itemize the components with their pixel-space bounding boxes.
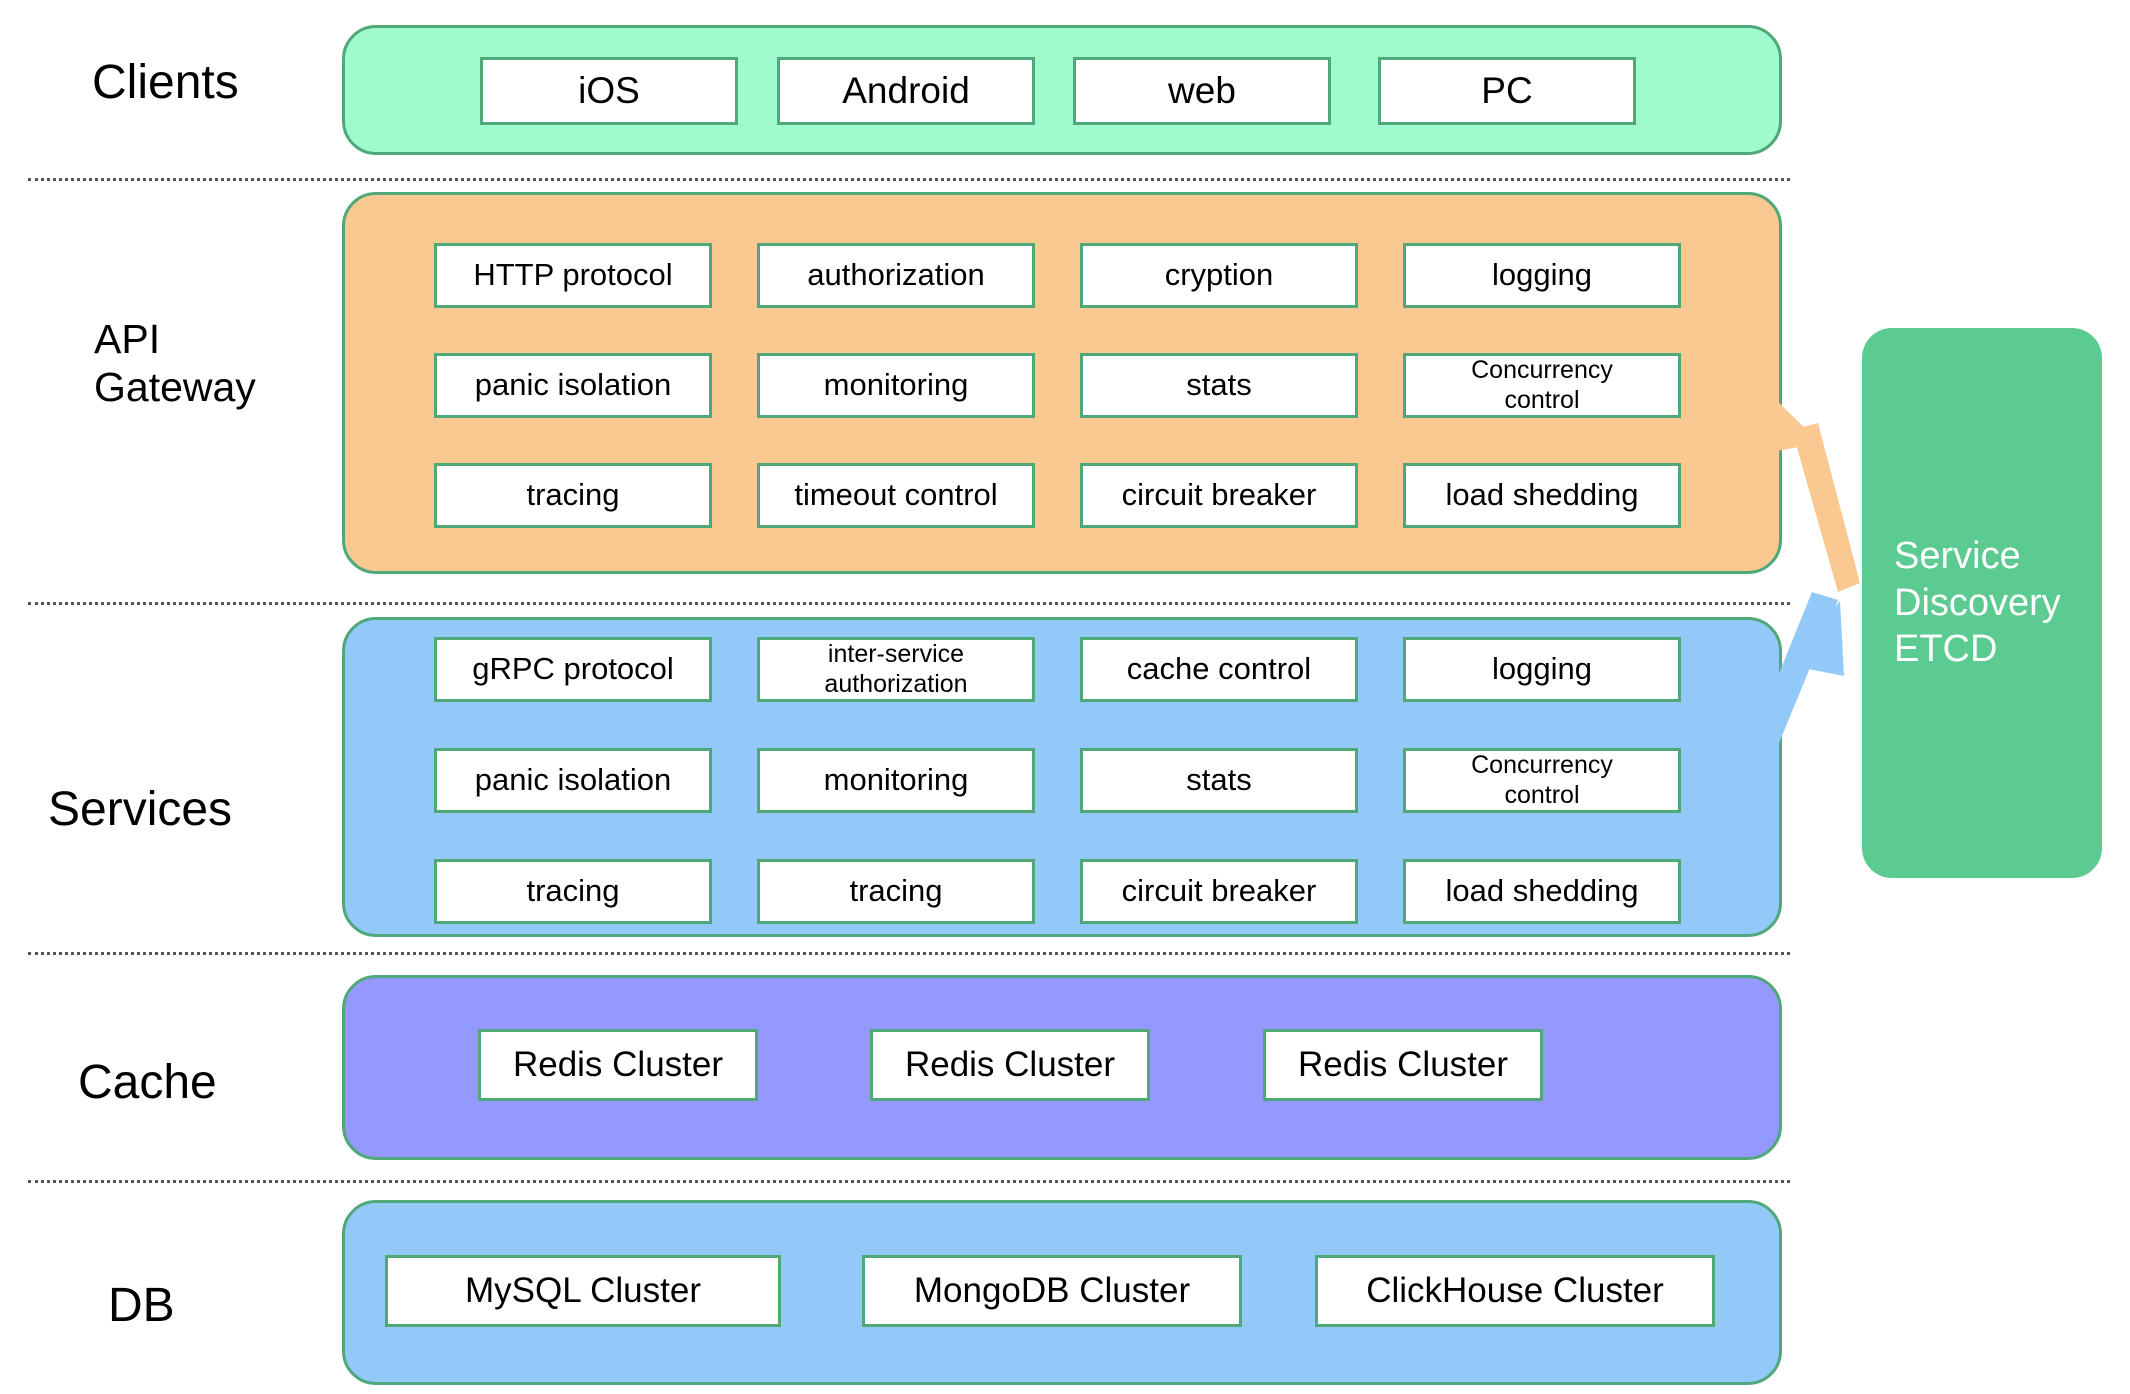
cell-redis-cluster-1[interactable]: Redis Cluster [478, 1029, 758, 1101]
cell-redis-cluster-3[interactable]: Redis Cluster [1263, 1029, 1543, 1101]
cell-logging-services[interactable]: logging [1403, 637, 1681, 702]
service-discovery-label: Service Discovery ETCD [1894, 535, 2061, 671]
cell-android[interactable]: Android [777, 57, 1035, 125]
cell-concurrency-control-gateway[interactable]: Concurrency control [1403, 353, 1681, 418]
cell-web[interactable]: web [1073, 57, 1331, 125]
cell-tracing-services-1[interactable]: tracing [434, 859, 712, 924]
row-label-cache: Cache [78, 1056, 217, 1109]
cell-stats-services[interactable]: stats [1080, 748, 1358, 813]
cell-monitoring-gateway[interactable]: monitoring [757, 353, 1035, 418]
separator-clients-api [28, 178, 1790, 181]
separator-cache-db [28, 1180, 1790, 1183]
cell-grpc-protocol[interactable]: gRPC protocol [434, 637, 712, 702]
cell-concurrency-control-services[interactable]: Concurrency control [1403, 748, 1681, 813]
cell-inter-service-authorization[interactable]: inter-service authorization [757, 637, 1035, 702]
cell-timeout-control[interactable]: timeout control [757, 463, 1035, 528]
separator-api-services [28, 602, 1790, 605]
cell-load-shedding-services[interactable]: load shedding [1403, 859, 1681, 924]
cell-clickhouse-cluster[interactable]: ClickHouse Cluster [1315, 1255, 1715, 1327]
cell-mysql-cluster[interactable]: MySQL Cluster [385, 1255, 781, 1327]
row-label-clients: Clients [92, 56, 239, 109]
cell-pc[interactable]: PC [1378, 57, 1636, 125]
separator-services-cache [28, 952, 1790, 955]
cell-mongodb-cluster[interactable]: MongoDB Cluster [862, 1255, 1242, 1327]
service-discovery-panel[interactable]: Service Discovery ETCD [1862, 328, 2102, 878]
row-label-api-gateway: API Gateway [94, 316, 256, 411]
cell-authorization[interactable]: authorization [757, 243, 1035, 308]
cell-redis-cluster-2[interactable]: Redis Cluster [870, 1029, 1150, 1101]
row-label-services: Services [48, 783, 233, 836]
cell-panic-isolation-gateway[interactable]: panic isolation [434, 353, 712, 418]
cell-circuit-breaker-gateway[interactable]: circuit breaker [1080, 463, 1358, 528]
cell-stats-gateway[interactable]: stats [1080, 353, 1358, 418]
cell-cache-control[interactable]: cache control [1080, 637, 1358, 702]
cell-logging-gateway[interactable]: logging [1403, 243, 1681, 308]
cell-cryption[interactable]: cryption [1080, 243, 1358, 308]
cell-panic-isolation-services[interactable]: panic isolation [434, 748, 712, 813]
cell-tracing-services-2[interactable]: tracing [757, 859, 1035, 924]
row-label-db: DB [108, 1279, 175, 1332]
cell-load-shedding-gateway[interactable]: load shedding [1403, 463, 1681, 528]
cell-monitoring-services[interactable]: monitoring [757, 748, 1035, 813]
cell-ios[interactable]: iOS [480, 57, 738, 125]
cell-circuit-breaker-services[interactable]: circuit breaker [1080, 859, 1358, 924]
cell-tracing-gateway[interactable]: tracing [434, 463, 712, 528]
cell-http-protocol[interactable]: HTTP protocol [434, 243, 712, 308]
